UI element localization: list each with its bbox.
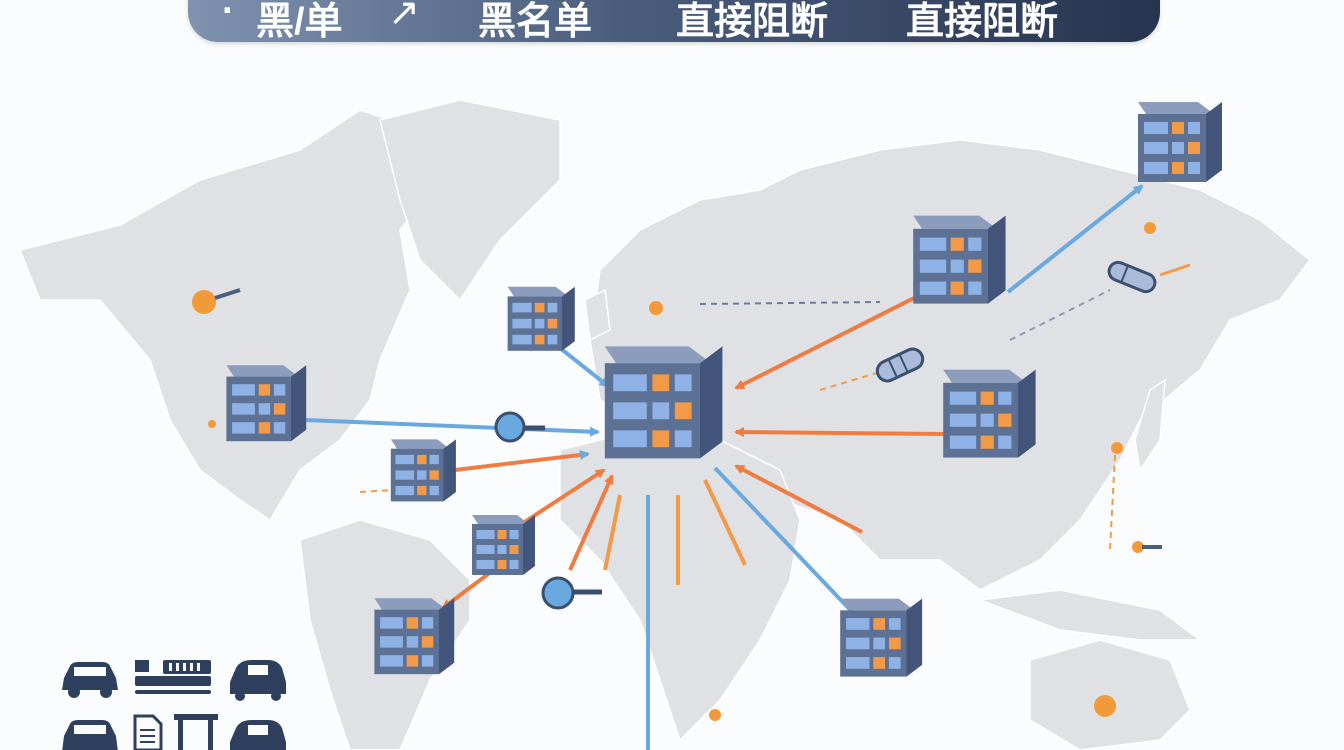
map-pin bbox=[1111, 442, 1123, 454]
land-australia bbox=[1029, 639, 1191, 750]
server-node-east-africa bbox=[840, 598, 923, 677]
magnifier-icon bbox=[541, 576, 602, 610]
panel-icon bbox=[174, 714, 218, 750]
barcode-icon bbox=[135, 660, 211, 694]
capsule-icon bbox=[875, 347, 925, 383]
map-pin bbox=[192, 290, 216, 314]
location-markers bbox=[192, 222, 1162, 721]
flow-arrow bbox=[703, 479, 747, 566]
map-pin bbox=[709, 709, 721, 721]
map-pin bbox=[1094, 695, 1116, 717]
server-node-east-asia bbox=[943, 369, 1036, 458]
map-pin bbox=[1132, 541, 1144, 553]
capsule-markers bbox=[875, 260, 1191, 383]
flow-arrow bbox=[734, 464, 863, 534]
map-pin bbox=[208, 420, 216, 428]
land-greenland bbox=[379, 99, 561, 302]
land-indonesia bbox=[979, 589, 1203, 641]
car-icon bbox=[62, 662, 118, 698]
car-side-icon bbox=[230, 720, 286, 750]
map-pin bbox=[1144, 222, 1156, 234]
title-banner: · 黑/单 ↗ 黑名单 直接阻断 直接阻断 bbox=[188, 0, 1160, 43]
server-node-russia bbox=[913, 215, 1006, 304]
flow-arrow bbox=[454, 449, 590, 472]
server-node-west-africa bbox=[390, 439, 456, 502]
flow-arrow bbox=[734, 427, 946, 438]
document-icon bbox=[133, 714, 163, 750]
banner-label-4: 直接阻断 bbox=[906, 1, 1059, 43]
server-node-caribbean bbox=[472, 515, 535, 575]
search-markers bbox=[494, 411, 602, 610]
land-japan bbox=[1134, 378, 1166, 472]
banner-label-3: 直接阻断 bbox=[676, 1, 829, 43]
map-pin bbox=[649, 301, 663, 315]
land-uk bbox=[584, 288, 611, 342]
flow-arrow bbox=[603, 494, 622, 571]
server-node-brazil bbox=[374, 598, 455, 675]
flow-arrows bbox=[304, 184, 1144, 750]
flow-arrow bbox=[568, 474, 614, 571]
banner-label-2: 黑名单 bbox=[478, 1, 593, 43]
server-node-north-america bbox=[226, 365, 307, 442]
server-node-siberia bbox=[1138, 102, 1222, 182]
legend-icons bbox=[62, 660, 286, 750]
banner-bullet: · bbox=[222, 0, 235, 32]
flow-arrow bbox=[1006, 184, 1144, 294]
car-icon bbox=[62, 720, 118, 750]
dashed-routes bbox=[359, 289, 1116, 551]
car-side-icon bbox=[230, 660, 286, 701]
magnifier-icon bbox=[494, 411, 545, 443]
flow-arrow bbox=[713, 466, 860, 620]
flow-arrow bbox=[558, 346, 610, 388]
capsule-icon bbox=[1107, 260, 1157, 294]
land-north-america bbox=[18, 109, 441, 522]
banner-label-1: 黑/单 bbox=[256, 1, 343, 43]
banner-arrow: ↗ bbox=[388, 0, 420, 34]
flow-arrow bbox=[734, 294, 919, 390]
server-node-north-atlantic bbox=[507, 286, 575, 351]
flow-arrow bbox=[304, 418, 600, 437]
server-node-europe-hub bbox=[604, 346, 723, 459]
